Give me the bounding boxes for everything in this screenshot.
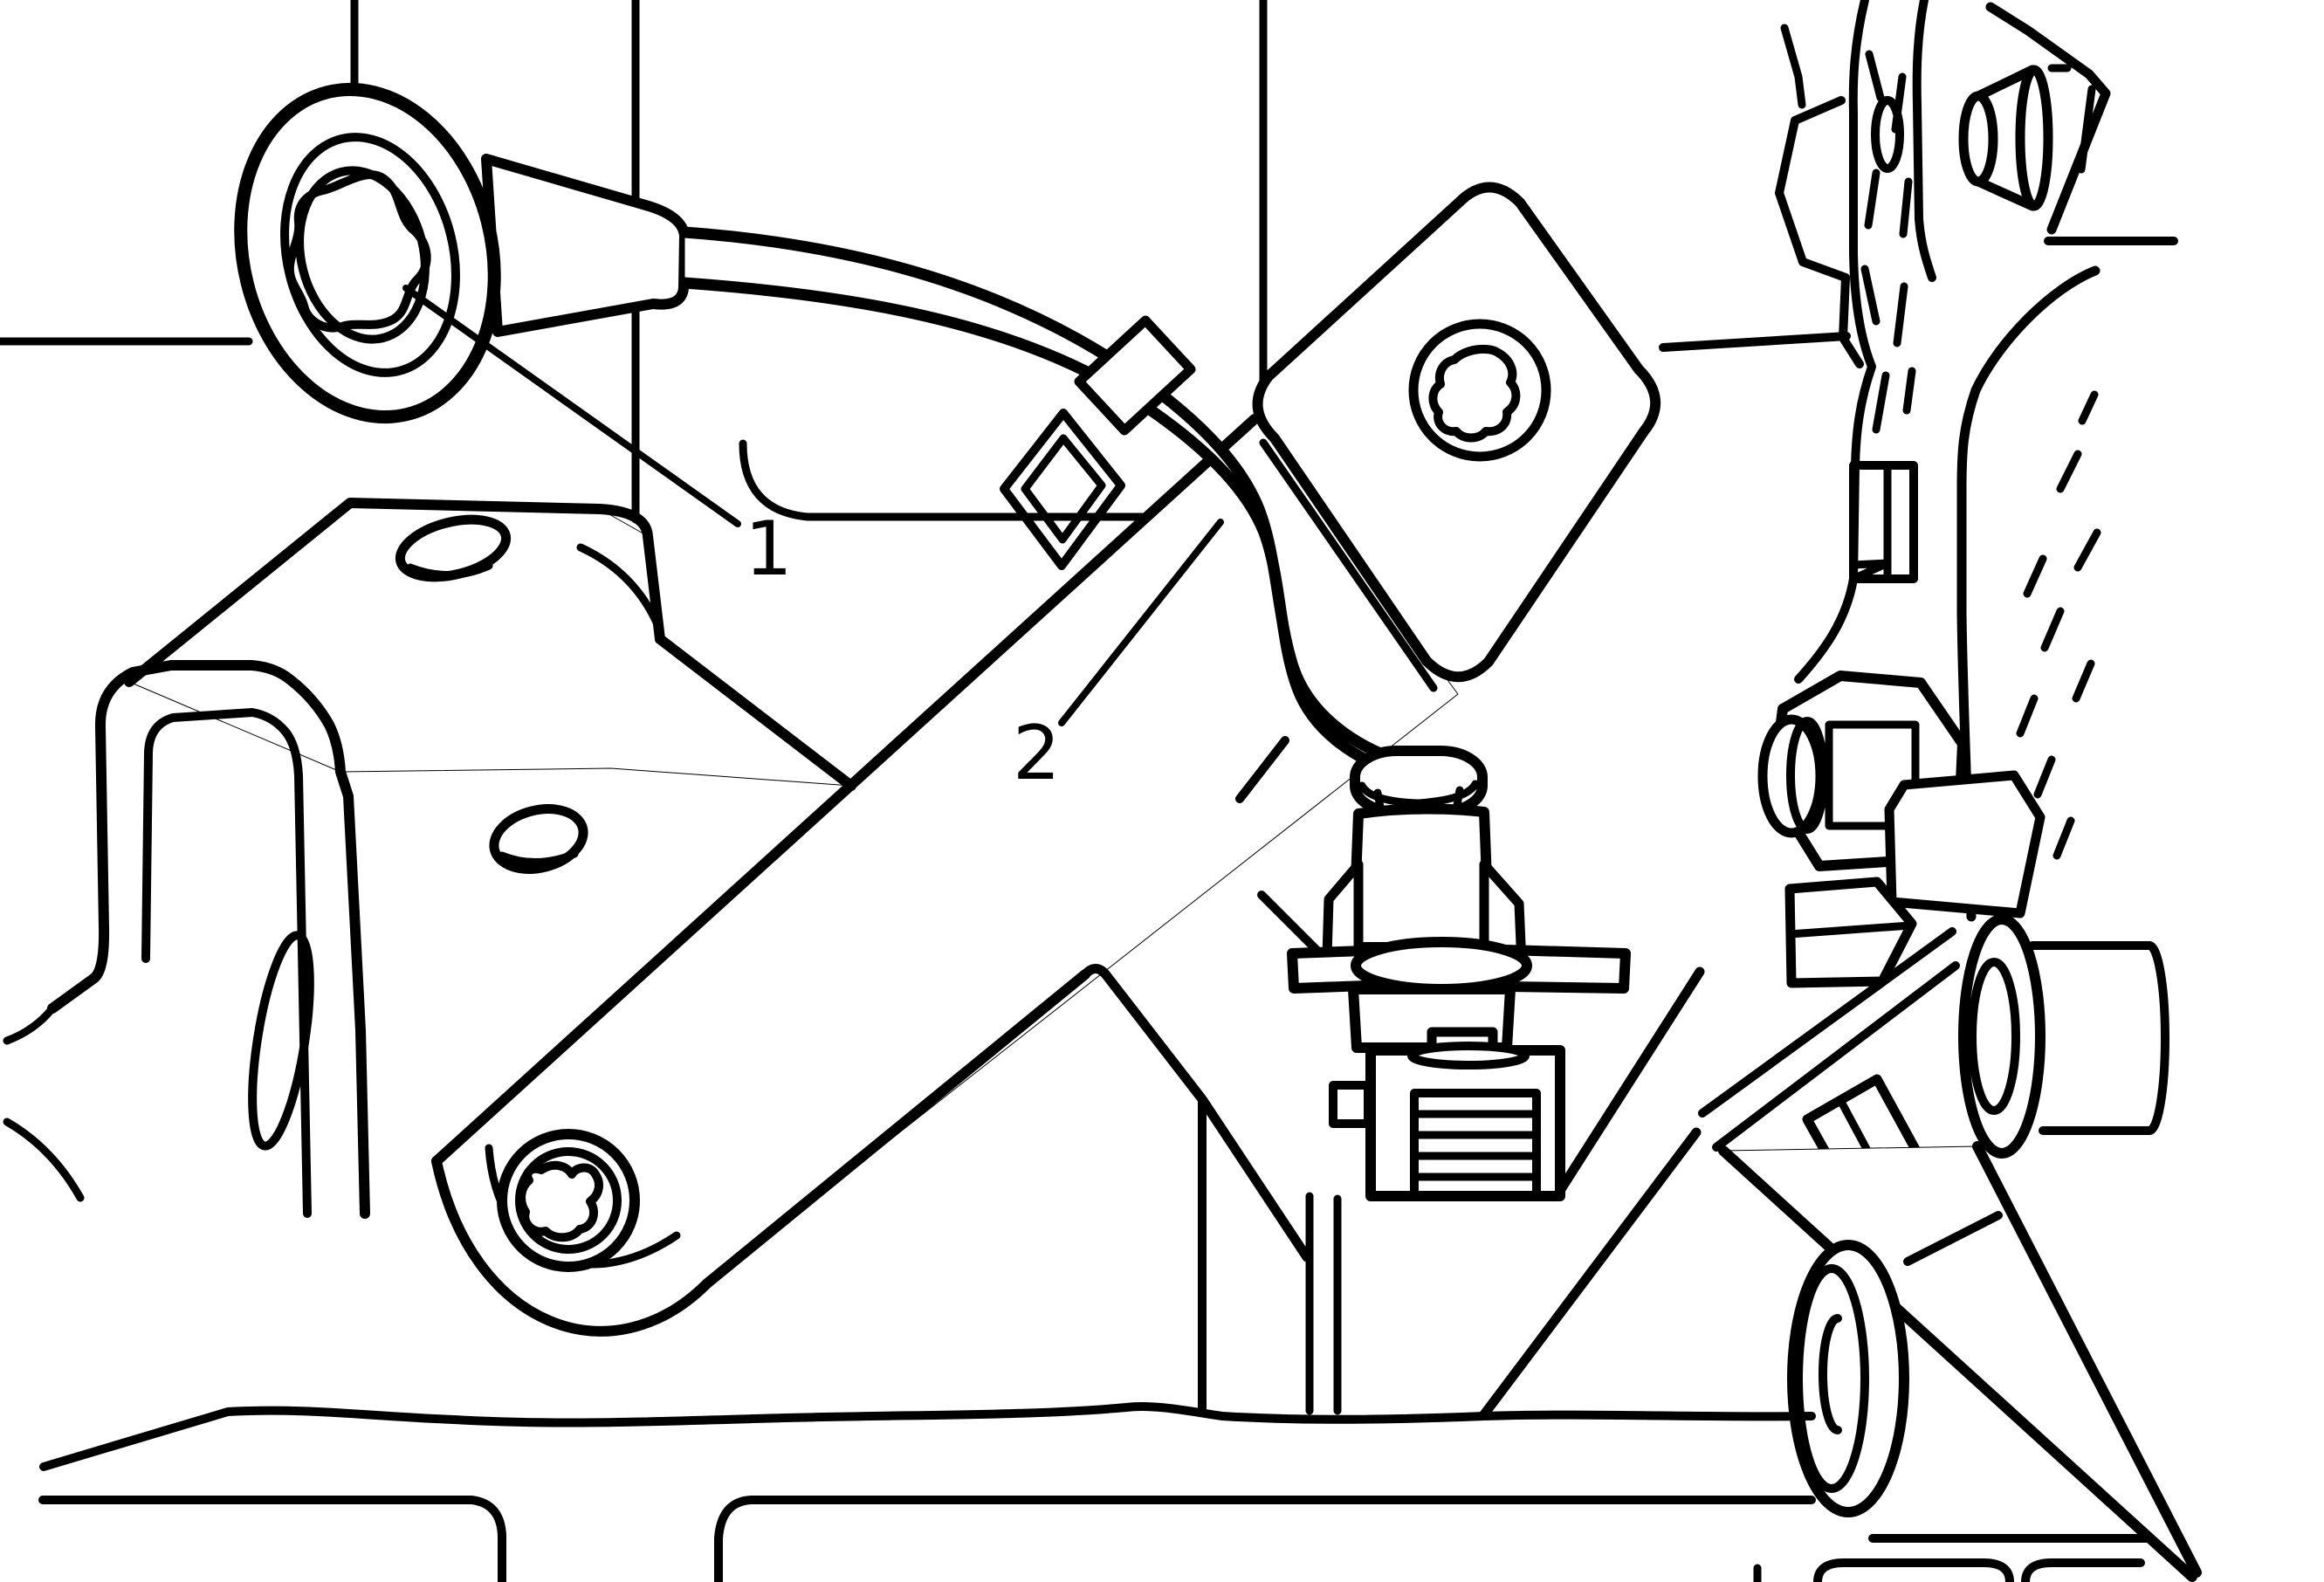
engine-background-lines xyxy=(0,0,1851,524)
knock-sensor xyxy=(234,82,690,424)
channel-outer xyxy=(47,660,370,1219)
bottom-tab xyxy=(1813,1558,2014,1582)
roller2-body-top xyxy=(1903,1211,2003,1266)
shelf-step-edge xyxy=(739,439,1268,521)
nut-boss-inner xyxy=(1786,717,1828,834)
connector-flange-oval xyxy=(1351,937,1532,994)
roller2-face-outer xyxy=(1787,1240,1909,1517)
step-block xyxy=(1784,877,1917,988)
lower-strap-edges xyxy=(1080,736,1705,1420)
hidden-line-dashes xyxy=(2016,390,2101,860)
roller2-face-arc xyxy=(1819,1314,1842,1434)
connector-grille-lines xyxy=(1410,1110,1541,1181)
bracket-c-channel xyxy=(3,660,370,1219)
bolt-body-bottom xyxy=(1973,176,2038,211)
roller-back-arc xyxy=(2145,941,2169,1135)
conduit-lower-edge xyxy=(678,277,1401,778)
chain-hatching xyxy=(1860,50,1916,434)
chain-right-edge xyxy=(1912,0,1936,282)
strut-upper-edge2 xyxy=(1712,961,1960,1152)
casting-edge xyxy=(1780,24,1806,109)
arm-tip-cap xyxy=(431,1156,712,1337)
bottom-band-right xyxy=(714,1496,1816,1582)
band-apex-edge xyxy=(1080,964,1312,1262)
band-stub2 xyxy=(1257,891,1323,956)
diamond-bracket xyxy=(1252,182,1660,692)
plate-outline xyxy=(124,498,665,687)
timing-chain xyxy=(1794,0,1936,684)
plate-corner-inner xyxy=(576,543,662,629)
sensor-ring-terminal xyxy=(234,82,501,424)
roller2-face-mid xyxy=(1794,1264,1869,1493)
channel-slot xyxy=(248,931,314,1151)
connector-grille xyxy=(1410,1089,1541,1200)
step-block-line xyxy=(1785,921,1915,939)
arm-top-edge xyxy=(431,414,1260,1166)
connector-side-lug xyxy=(1329,1081,1372,1128)
mounting-plate xyxy=(124,498,856,874)
chain-left-edge xyxy=(1794,0,1876,684)
chain-link-hole xyxy=(1871,96,1904,173)
channel-inner xyxy=(141,708,312,1218)
bolt-body-top xyxy=(1973,65,2038,101)
idler-roller-upper xyxy=(1958,914,2169,1159)
bracket-x-arm xyxy=(431,414,1459,1337)
strut-right-edge xyxy=(1972,1141,2202,1578)
band-right-edge1 xyxy=(1551,966,1705,1201)
callout-2: 2 xyxy=(1013,519,1224,797)
roller-face-inner xyxy=(1968,958,2020,1115)
bottom-band-left xyxy=(38,1496,506,1582)
harness-bracket-slot xyxy=(1000,409,1125,570)
band-stub1 xyxy=(1235,736,1289,803)
plate-hole-mid-rim xyxy=(498,849,579,866)
casting-edge-zigzag xyxy=(1775,96,1864,368)
lower-torx-screw xyxy=(497,1129,640,1272)
plate-fill xyxy=(128,502,852,787)
arm-bottom-edge xyxy=(702,969,1090,1289)
chain-link-plate xyxy=(1849,461,1918,583)
gasket-line xyxy=(39,1401,1816,1471)
electrical-connector xyxy=(1287,746,1631,1415)
callout-1-label: 1 xyxy=(745,506,793,593)
idler-roller-lower xyxy=(1787,1211,2154,1543)
connector-body xyxy=(1348,803,1495,953)
callout-1: 1 xyxy=(402,285,793,593)
connector-cap-lip xyxy=(1358,780,1480,808)
shelf-edge-right xyxy=(1659,332,1851,352)
channel-foot2 xyxy=(3,1118,85,1202)
oil-pan-gasket-line xyxy=(39,1401,1816,1471)
bottom-edge xyxy=(38,1496,2145,1582)
chain-link-corner xyxy=(1849,559,1892,582)
torx-socket-outline xyxy=(285,170,431,333)
channel-foot1 xyxy=(3,1004,57,1045)
harness-clip xyxy=(1074,315,1196,436)
bolt-face xyxy=(1958,91,1998,187)
bottom-tab2 xyxy=(2021,1558,2145,1582)
nut-face xyxy=(1825,720,1920,830)
chain-guide-bolt xyxy=(1958,65,2053,211)
connector-block-boss xyxy=(1407,1042,1530,1070)
conduit-upper-edge xyxy=(678,226,1438,771)
diamond-bolt-torx xyxy=(1428,344,1521,443)
band-right-edge2 xyxy=(1479,1127,1702,1420)
callout-1-leader xyxy=(402,285,741,527)
casting-corner-inner xyxy=(2077,85,2096,174)
diamond-thickness-edge xyxy=(1259,438,1438,692)
plate-hole-top-rim xyxy=(406,561,493,579)
plate-right-edge xyxy=(655,634,856,791)
diamond-bolt-ring xyxy=(1408,319,1551,462)
slot-outer xyxy=(1000,409,1125,570)
sensor-body xyxy=(481,154,690,337)
connector-feet xyxy=(1305,1192,1342,1415)
strut-upper-edge xyxy=(1698,927,1956,1118)
callout-2-label: 2 xyxy=(1013,710,1061,797)
plate-hole-mid xyxy=(489,804,588,874)
callout-2-leader xyxy=(1058,519,1224,726)
tensioner-bracket xyxy=(1884,770,2046,918)
slot-inner xyxy=(1021,434,1106,544)
strut-left-edge xyxy=(1718,1145,2197,1582)
screw-torx-socket xyxy=(517,1160,603,1242)
bolt-flange-disc xyxy=(2015,65,2053,211)
